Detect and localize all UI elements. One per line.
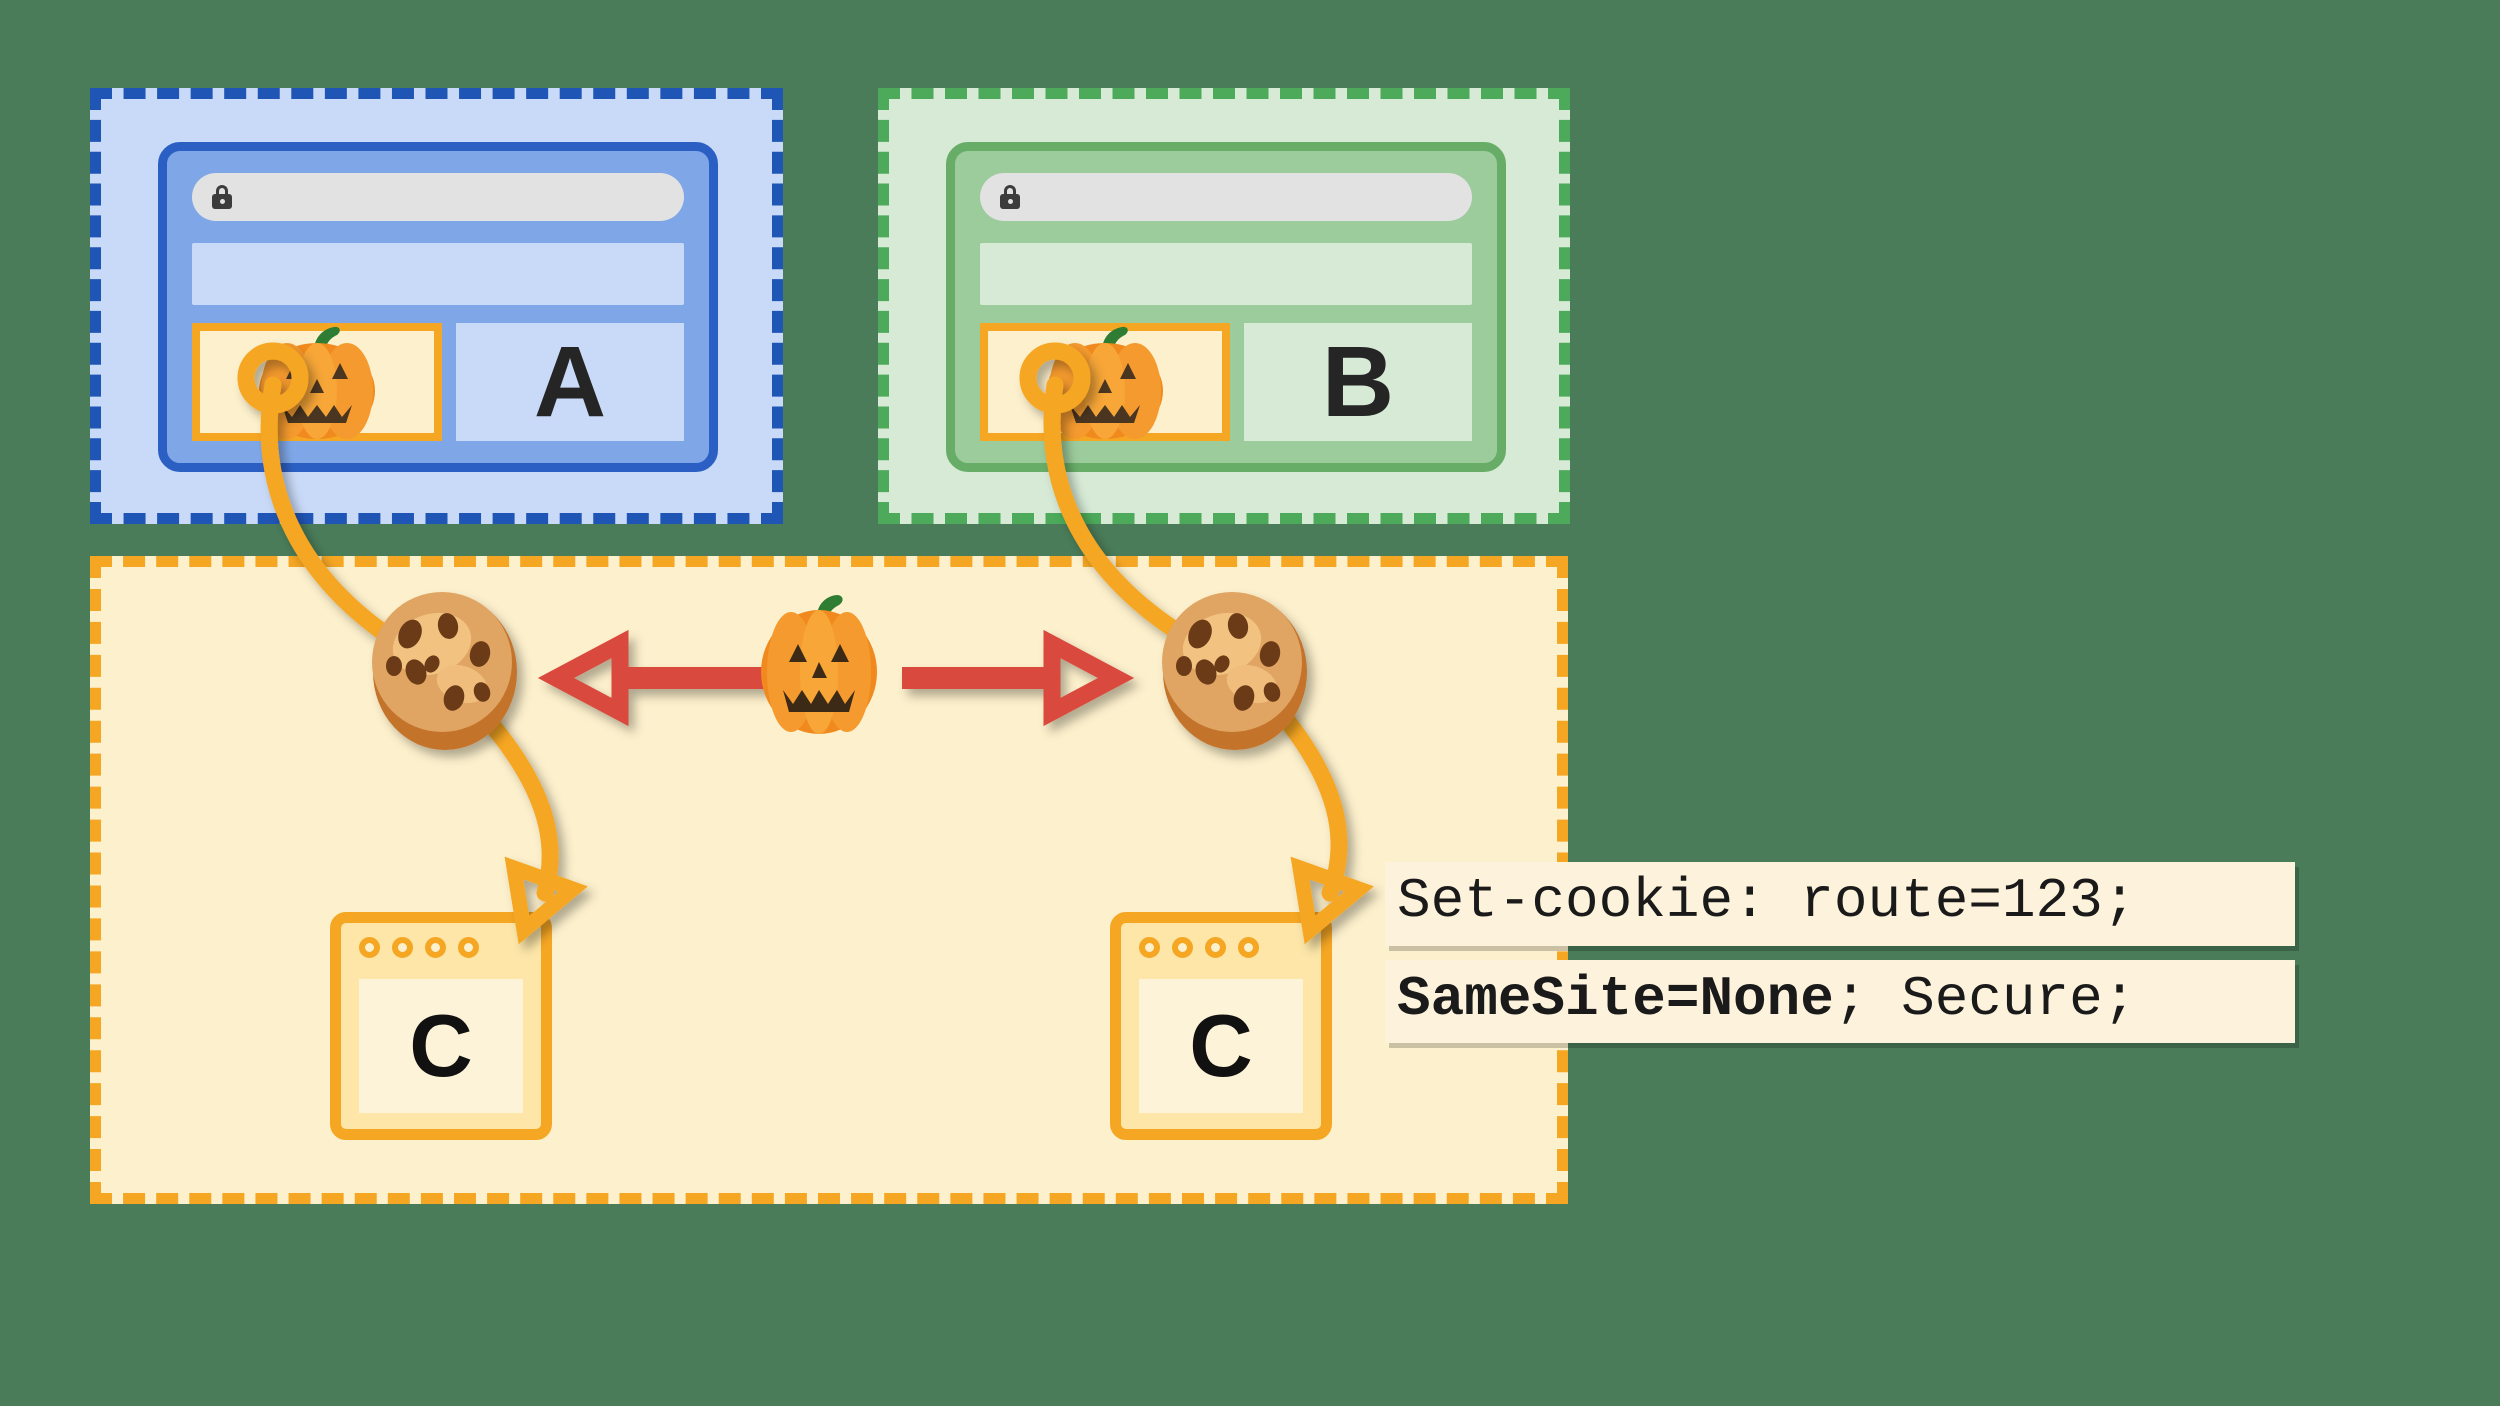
page-label-a: A [456,323,684,441]
page-panes-b: B [980,323,1472,441]
callout-line-1: Set-cookie: route=123; [1385,862,2295,946]
server-dot [458,937,479,958]
server-dot [1139,937,1160,958]
server-dot [1172,937,1193,958]
server-dot [1205,937,1226,958]
callout-samesite-none: SameSite=None [1397,966,1834,1031]
server-screen: C [359,979,523,1113]
embedded-frame-a [192,323,442,441]
pumpkin-icon [1047,326,1163,439]
server-dot [425,937,446,958]
embedded-frame-b [980,323,1230,441]
address-bar-a[interactable] [192,173,684,221]
browser-window-a: A [158,142,718,472]
page-panes-a: A [192,323,684,441]
browser-window-b: B [946,142,1506,472]
content-strip-a [192,243,684,305]
server-dot [392,937,413,958]
address-bar-b[interactable] [980,173,1472,221]
content-strip-b [980,243,1472,305]
server-box-c-left: C [330,912,552,1140]
server-label: C [409,996,473,1095]
page-label-b: B [1244,323,1472,441]
server-titlebar-dots [359,937,479,958]
server-dot [1238,937,1259,958]
server-dot [359,937,380,958]
pumpkin-icon [259,326,375,439]
callout-line-2-rest: ; Secure; [1833,966,2137,1031]
set-cookie-callout: Set-cookie: route=123; SameSite=None; Se… [1385,862,2295,1044]
callout-line-2: SameSite=None; Secure; [1385,959,2295,1044]
server-titlebar-dots [1139,937,1259,958]
context-box-c [90,556,1568,1204]
lock-icon [1000,185,1020,209]
server-box-c-right: C [1110,912,1332,1140]
lock-icon [212,185,232,209]
server-label: C [1189,996,1253,1095]
server-screen: C [1139,979,1303,1113]
